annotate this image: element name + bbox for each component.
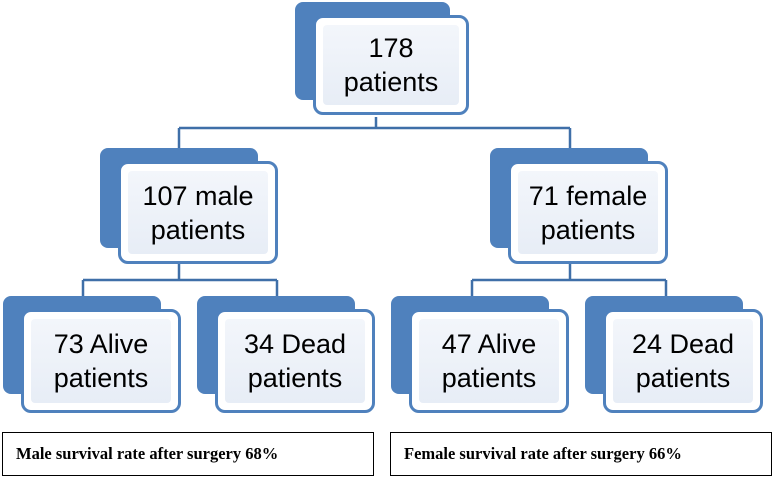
node-female-alive: 47 Alive patients	[391, 296, 569, 413]
node-female-patients: 71 female patients	[490, 148, 668, 265]
node-count: 107 male	[142, 180, 254, 211]
node-male-patients: 107 male patients	[100, 148, 278, 265]
node-count: 34 Dead	[243, 329, 347, 359]
node-card: 107 male patients	[118, 161, 278, 264]
node-text: patients	[635, 363, 731, 393]
male-survival-caption: Male survival rate after surgery 68%	[2, 432, 374, 476]
node-text: patients	[247, 363, 343, 393]
node-female-dead: 24 Dead patients	[585, 296, 763, 413]
node-text: patients	[441, 363, 537, 393]
node-count: 24 Dead	[631, 329, 735, 359]
node-text: patients	[540, 214, 636, 245]
node-male-dead: 34 Dead patients	[197, 296, 375, 413]
node-count: 47 Alive	[441, 329, 537, 359]
node-male-alive: 73 Alive patients	[3, 296, 181, 413]
node-text: patients	[53, 363, 149, 393]
node-card: 178 patients	[313, 15, 469, 115]
node-card: 34 Dead patients	[215, 309, 375, 413]
node-count: 73 Alive	[53, 329, 149, 359]
node-text: patients	[150, 214, 246, 245]
node-count: 71 female	[528, 180, 648, 211]
node-card: 24 Dead patients	[603, 309, 763, 413]
node-count: 178	[368, 33, 414, 63]
female-survival-caption: Female survival rate after surgery 66%	[390, 432, 772, 476]
node-total-patients: 178 patients	[295, 2, 471, 117]
node-card: 47 Alive patients	[409, 309, 569, 413]
female-survival-text: Female survival rate after surgery 66%	[404, 444, 682, 463]
node-text: patients	[343, 67, 439, 97]
node-card: 73 Alive patients	[21, 309, 181, 413]
male-survival-text: Male survival rate after surgery 68%	[16, 444, 279, 463]
node-card: 71 female patients	[508, 161, 668, 264]
